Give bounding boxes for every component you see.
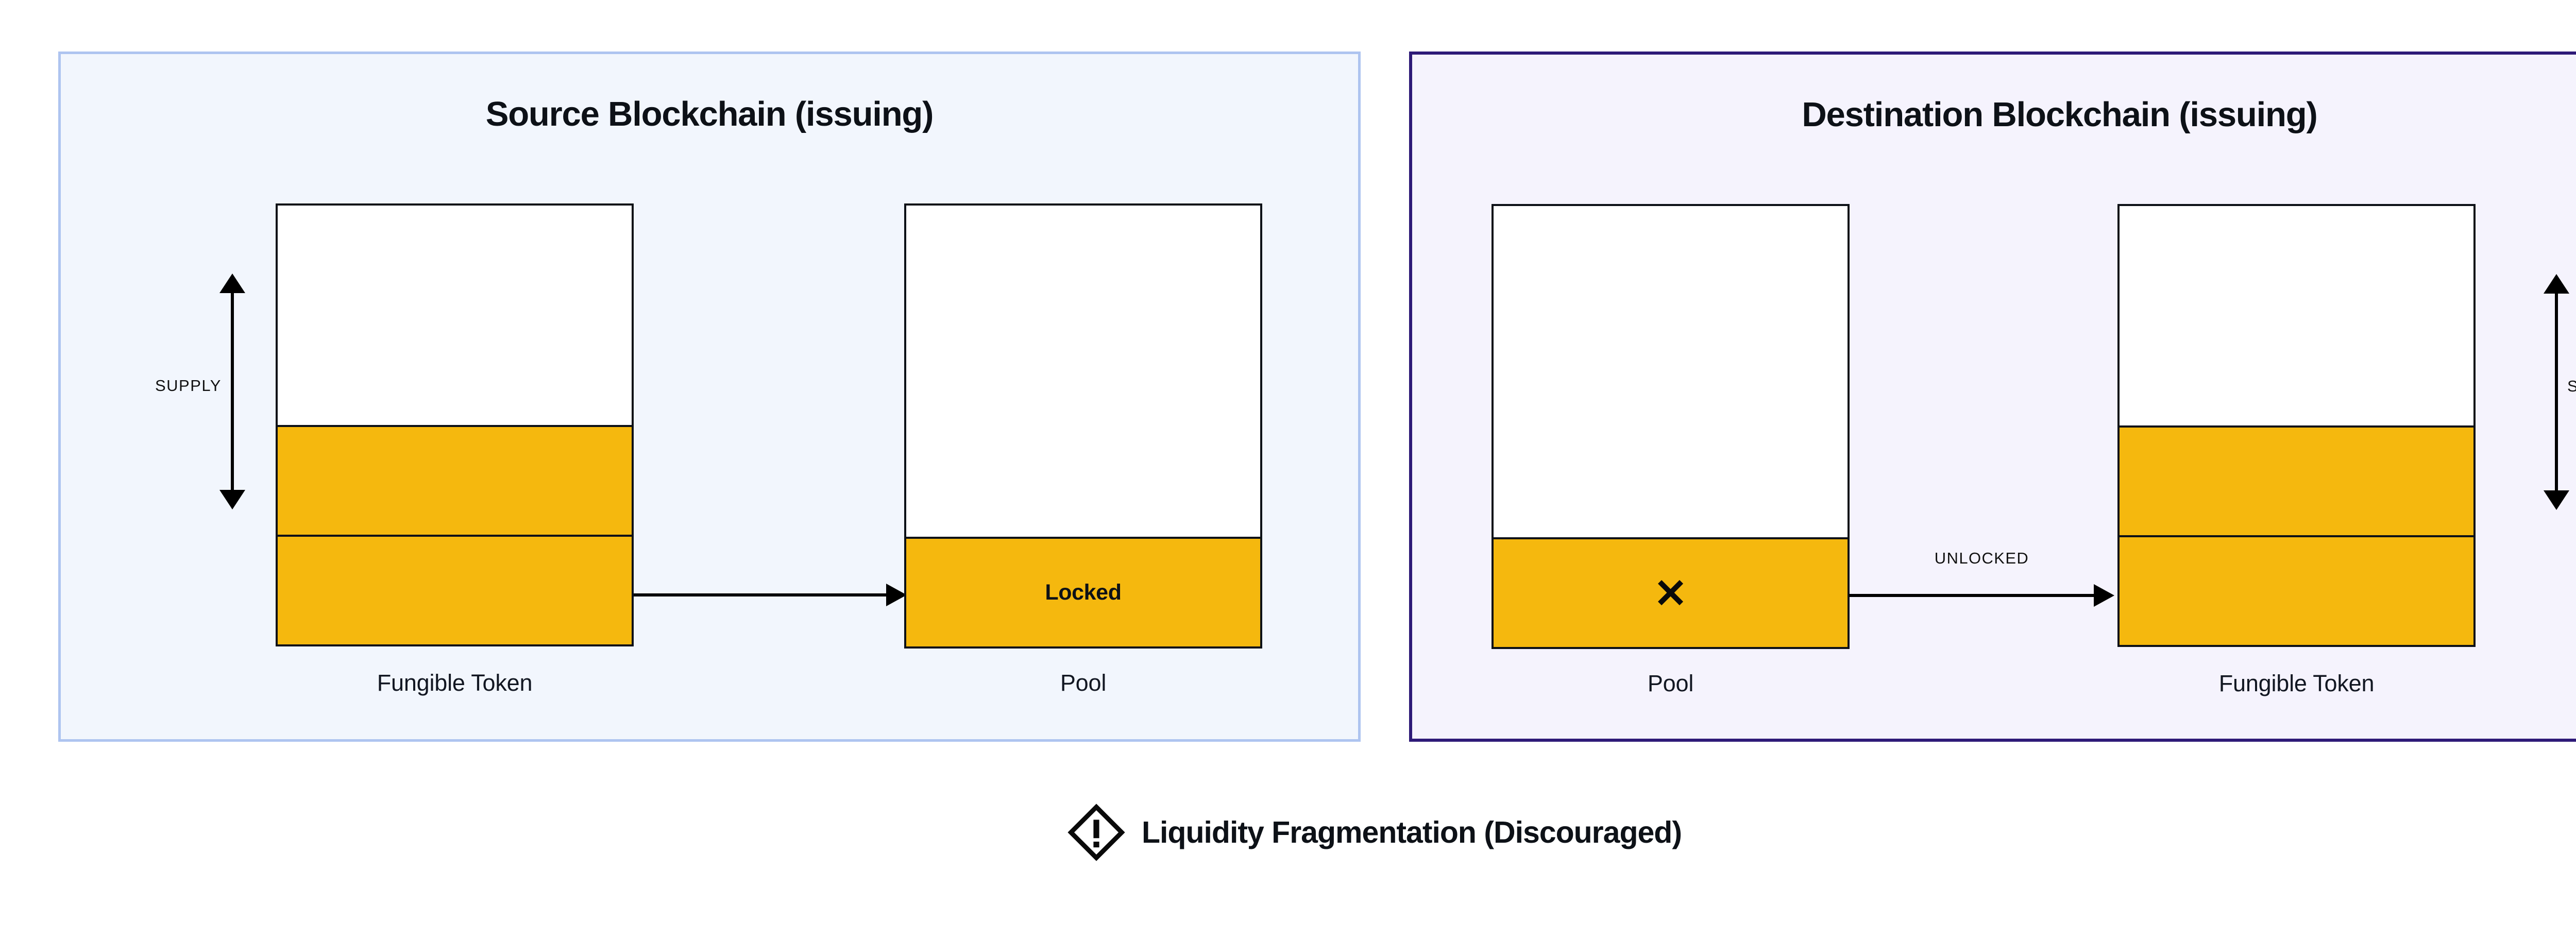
destination-supply-indicator: SUPPLY: [2504, 274, 2576, 510]
destination-supply-label: SUPPLY: [2567, 377, 2576, 395]
flow-shaft: [634, 593, 887, 596]
locked-label: Locked: [1045, 580, 1122, 605]
footer-title: Liquidity Fragmentation (Discouraged): [1142, 815, 1682, 849]
destination-pool-caption: Pool: [1647, 670, 1694, 696]
source-lock-flow-arrow: [634, 579, 907, 610]
arrow-right-icon: [886, 584, 907, 606]
source-pool-caption: Pool: [1060, 670, 1107, 696]
supply-axis-line: [2555, 285, 2558, 499]
footer-caption: Liquidity Fragmentation (Discouraged): [0, 804, 2576, 861]
bar-segment-filled: [276, 535, 634, 646]
bar-segment-empty: [276, 203, 634, 427]
source-fungible-token-bar: Fungible Token: [276, 203, 634, 696]
arrow-down-icon: [2544, 490, 2569, 510]
bar-segment-filled: [2117, 425, 2476, 537]
source-blockchain-panel: Source Blockchain (issuing) SUPPLY Fungi…: [58, 52, 1361, 742]
flow-shaft: [1849, 594, 2095, 597]
bar-segment-empty: [2117, 204, 2476, 428]
supply-axis-line: [231, 285, 234, 498]
cross-mark-icon: ✕: [1653, 570, 1688, 616]
warning-diamond-icon: [1067, 804, 1125, 861]
destination-blockchain-panel: Destination Blockchain (issuing) ✕ Pool …: [1409, 52, 2576, 742]
bar-segment-filled: [2117, 535, 2476, 647]
arrow-down-icon: [219, 490, 245, 509]
destination-fungible-token-caption: Fungible Token: [2218, 670, 2375, 696]
source-supply-label: SUPPLY: [155, 377, 222, 395]
destination-unlock-flow-arrow: UNLOCKED: [1849, 549, 2114, 611]
bar-segment-filled: [276, 425, 634, 537]
destination-panel-title: Destination Blockchain (issuing): [1802, 95, 2317, 134]
bar-segment-filled-blocked: ✕: [1492, 537, 1850, 649]
bar-segment-filled-locked: Locked: [904, 537, 1262, 649]
source-fungible-token-caption: Fungible Token: [377, 670, 533, 696]
bar-segment-empty: [904, 203, 1262, 539]
unlocked-label: UNLOCKED: [1934, 549, 2029, 567]
bar-segment-empty: [1492, 204, 1850, 539]
source-pool-bar: Locked Pool: [904, 203, 1262, 696]
destination-pool-bar: ✕ Pool: [1492, 204, 1850, 696]
arrow-right-icon: [2094, 584, 2114, 607]
source-supply-indicator: SUPPLY: [155, 274, 283, 509]
destination-fungible-token-bar: Fungible Token: [2117, 204, 2476, 696]
source-panel-title: Source Blockchain (issuing): [485, 95, 934, 133]
